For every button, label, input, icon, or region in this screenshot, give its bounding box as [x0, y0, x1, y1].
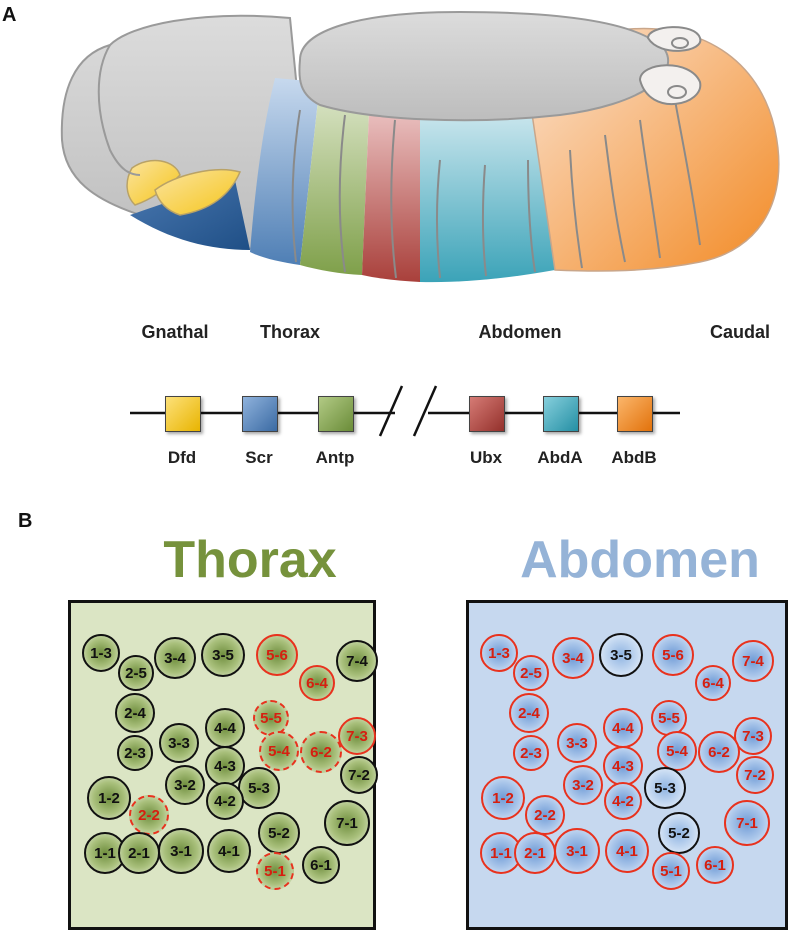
- thorax-neuroblast-6-1: 6-1: [302, 846, 340, 884]
- abdomen-neuroblast-2-1: 2-1: [514, 832, 556, 874]
- abdomen-neuroblast-2-4: 2-4: [509, 693, 549, 733]
- gene-label-scr: Scr: [245, 448, 273, 467]
- thorax-neuroblast-3-1: 3-1: [158, 828, 204, 874]
- abdomen-neuroblast-3-5: 3-5: [599, 633, 643, 677]
- thorax-neuroblast-3-4: 3-4: [154, 637, 196, 679]
- thorax-neuroblast-5-4: 5-4: [259, 731, 299, 771]
- abdomen-neuroblast-5-4: 5-4: [657, 731, 697, 771]
- gene-box-abda: [543, 396, 579, 432]
- gene-box-antp: [318, 396, 354, 432]
- gene-label-abdb: AbdB: [611, 448, 657, 467]
- thorax-neuroblast-3-5: 3-5: [201, 633, 245, 677]
- thorax-neuroblast-7-3: 7-3: [338, 717, 376, 755]
- abdomen-neuroblast-2-2: 2-2: [525, 795, 565, 835]
- thorax-neuroblast-3-2: 3-2: [165, 765, 205, 805]
- panel-b-label: B: [18, 510, 33, 532]
- thorax-neuroblast-5-6: 5-6: [256, 634, 298, 676]
- abdomen-neuroblast-4-1: 4-1: [605, 829, 649, 873]
- abdomen-neuroblast-1-2: 1-2: [481, 776, 525, 820]
- abdomen-neuroblast-7-2: 7-2: [736, 756, 774, 794]
- abdomen-neuroblast-2-3: 2-3: [513, 735, 549, 771]
- thorax-neuroblast-4-2: 4-2: [206, 782, 244, 820]
- thorax-neuroblast-7-1: 7-1: [324, 800, 370, 846]
- abdomen-neuroblast-6-4: 6-4: [695, 665, 731, 701]
- thorax-neuroblast-7-2: 7-2: [340, 756, 378, 794]
- abdomen-neuroblast-5-6: 5-6: [652, 634, 694, 676]
- gene-box-abdb: [617, 396, 653, 432]
- abdomen-neuroblast-4-4: 4-4: [603, 708, 643, 748]
- abdomen-neuroblast-4-3: 4-3: [603, 746, 643, 786]
- abdomen-neuroblast-2-5: 2-5: [513, 655, 549, 691]
- region-label-caudal: Caudal: [709, 322, 770, 342]
- abdomen-neuroblast-4-2: 4-2: [604, 782, 642, 820]
- abdomen-neuroblast-5-3: 5-3: [644, 767, 686, 809]
- abdomen-title: Abdomen: [520, 531, 760, 589]
- region-label-abdomen: Abdomen: [478, 322, 562, 342]
- abdomen-neuroblast-5-1: 5-1: [652, 852, 690, 890]
- gene-box-scr: [242, 396, 278, 432]
- thorax-neuroblast-2-2: 2-2: [129, 795, 169, 835]
- abdomen-neuroblast-5-2: 5-2: [658, 812, 700, 854]
- abdomen-neuroblast-3-2: 3-2: [563, 765, 603, 805]
- embryo-illustration: [60, 10, 780, 283]
- gene-box-dfd: [165, 396, 201, 432]
- gene-label-dfd: Dfd: [167, 448, 197, 467]
- thorax-neuroblast-1-2: 1-2: [87, 776, 131, 820]
- thorax-neuroblast-6-4: 6-4: [299, 665, 335, 701]
- region-label-thorax: Thorax: [259, 322, 320, 342]
- thorax-neuroblast-2-1: 2-1: [118, 832, 160, 874]
- gene-label-antp: Antp: [315, 448, 355, 467]
- abdomen-neuroblast-3-4: 3-4: [552, 637, 594, 679]
- thorax-neuroblast-5-3: 5-3: [238, 767, 280, 809]
- abdomen-neuroblast-1-3: 1-3: [480, 634, 518, 672]
- thorax-neuroblast-5-1: 5-1: [256, 852, 294, 890]
- thorax-neuroblast-6-2: 6-2: [300, 731, 342, 773]
- hox-gene-cluster-line: [130, 385, 680, 437]
- panel-a-label: A: [2, 4, 17, 26]
- thorax-neuroblast-4-3: 4-3: [205, 746, 245, 786]
- thorax-neuroblast-5-2: 5-2: [258, 812, 300, 854]
- abdomen-neuroblast-5-5: 5-5: [651, 700, 687, 736]
- abdomen-neuroblast-7-4: 7-4: [732, 640, 774, 682]
- thorax-neuroblast-1-3: 1-3: [82, 634, 120, 672]
- abdomen-neuroblast-3-1: 3-1: [554, 828, 600, 874]
- abdomen-neuroblast-3-3: 3-3: [557, 723, 597, 763]
- region-label-gnathal: Gnathal: [141, 322, 209, 342]
- gene-label-abda: AbdA: [537, 448, 583, 467]
- thorax-neuroblast-4-1: 4-1: [207, 829, 251, 873]
- abdomen-neuroblast-6-2: 6-2: [698, 731, 740, 773]
- gene-label-ubx: Ubx: [469, 448, 503, 467]
- thorax-neuroblast-4-4: 4-4: [205, 708, 245, 748]
- thorax-neuroblast-2-3: 2-3: [117, 735, 153, 771]
- thorax-neuroblast-2-5: 2-5: [118, 655, 154, 691]
- thorax-neuroblast-7-4: 7-4: [336, 640, 378, 682]
- thorax-neuroblast-3-3: 3-3: [159, 723, 199, 763]
- thorax-title: Thorax: [163, 531, 337, 589]
- gene-box-ubx: [469, 396, 505, 432]
- abdomen-neuroblast-6-1: 6-1: [696, 846, 734, 884]
- thorax-neuroblast-2-4: 2-4: [115, 693, 155, 733]
- abdomen-neuroblast-7-1: 7-1: [724, 800, 770, 846]
- abdomen-neuroblast-7-3: 7-3: [734, 717, 772, 755]
